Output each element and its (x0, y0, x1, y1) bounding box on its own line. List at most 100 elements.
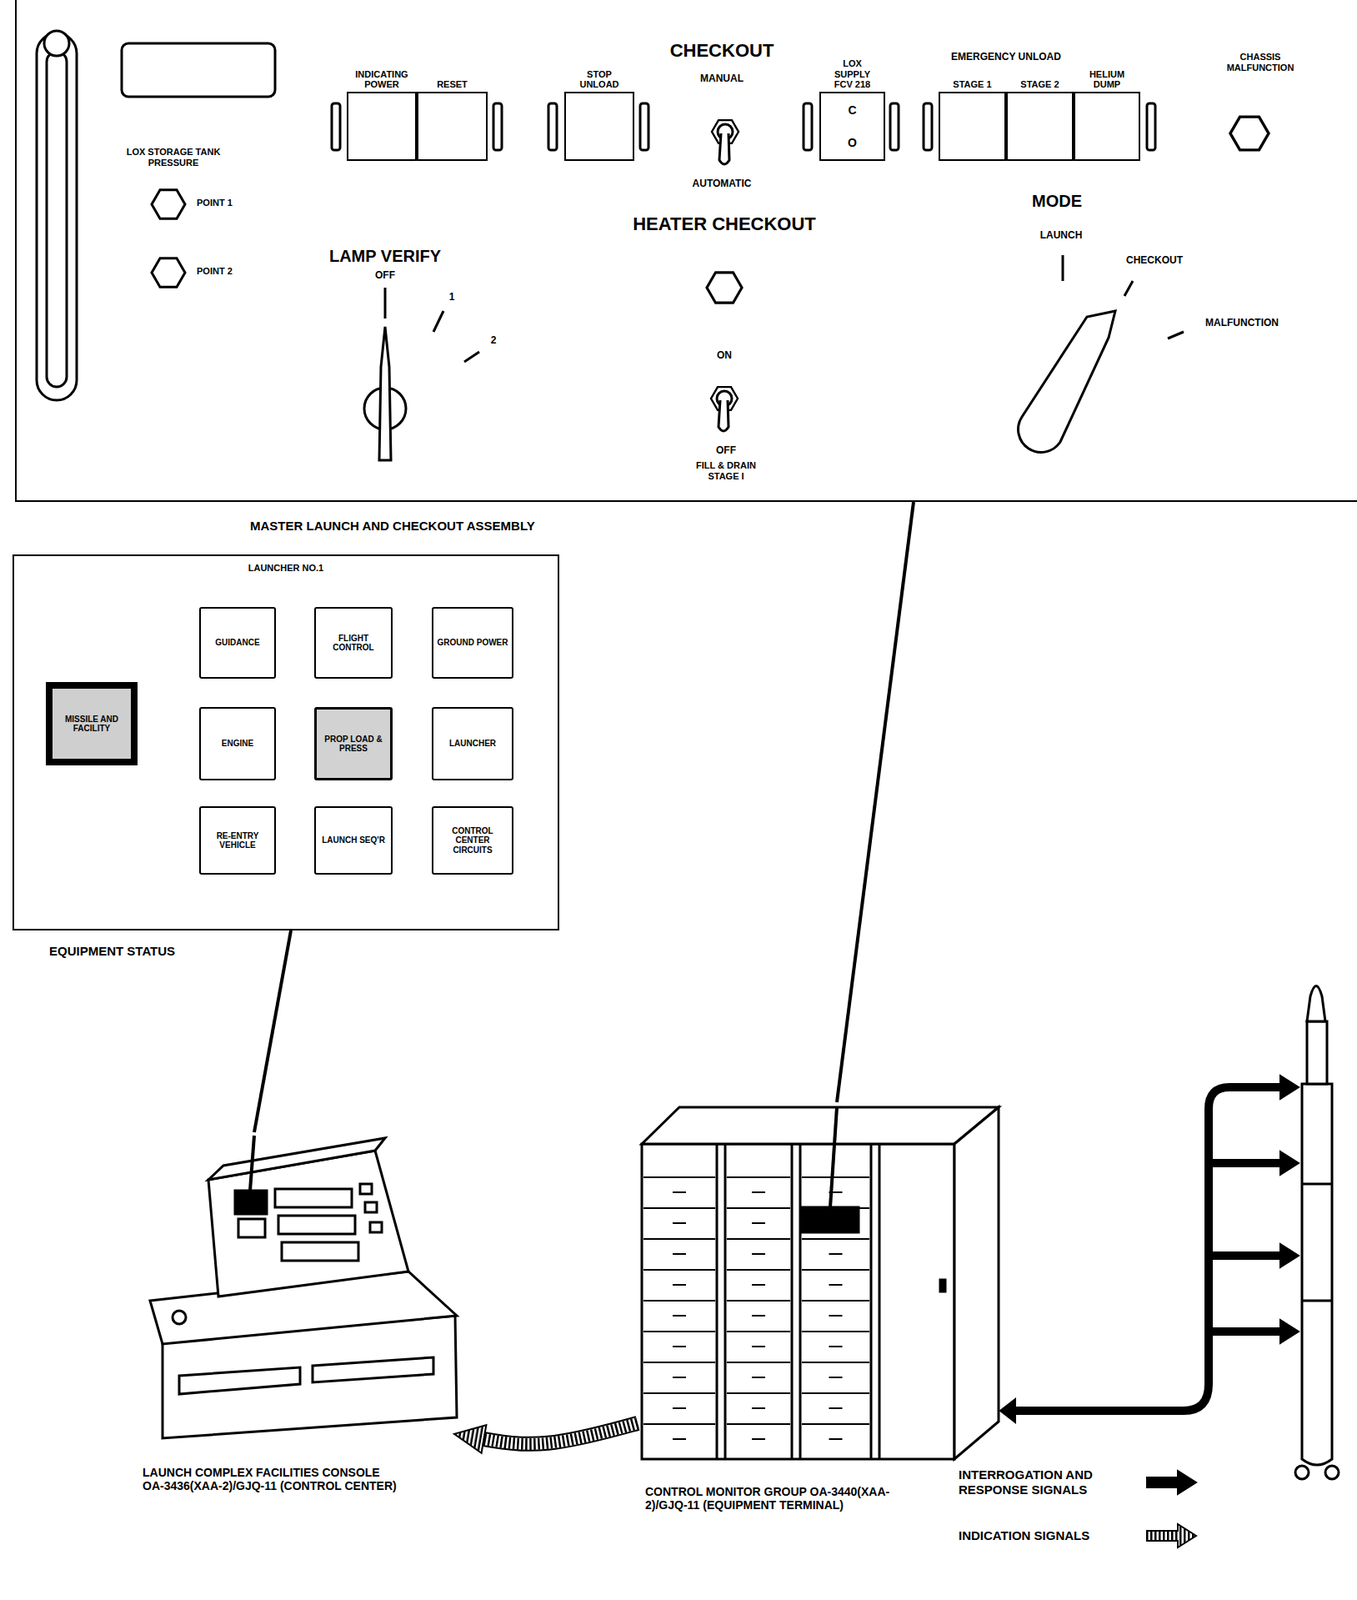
panel-hardware (718, 400, 729, 431)
console-drawing (281, 1241, 359, 1261)
text-area (940, 93, 1005, 160)
panel-hardware (640, 103, 649, 151)
text-area: MISSILE AND FACILITY (52, 688, 131, 759)
push-button: LOX SUPPLY FCV 218CO (819, 91, 886, 161)
cabinet-drawing (643, 1237, 716, 1240)
missile-drawing (1301, 1299, 1332, 1302)
cabinet-drawing (726, 1268, 791, 1271)
push-button: HELIUM DUMP (1073, 91, 1141, 161)
node-label: MISSILE AND FACILITY (55, 714, 128, 734)
status-indicator: GROUND POWER (431, 606, 514, 679)
console-drawing (275, 1188, 352, 1207)
node-caption: MASTER LAUNCH AND CHECKOUT ASSEMBLY (250, 518, 536, 533)
panel-hardware (548, 103, 557, 151)
cabinet-drawing (726, 1237, 791, 1240)
cabinet-drawing (751, 1283, 766, 1286)
panel-label: MALFUNCTION (1205, 317, 1279, 330)
panel-hardware (1061, 255, 1065, 281)
leader-line (836, 501, 914, 1102)
interrogation-signal-arrow (1000, 1075, 1299, 1423)
panel-hardware (1124, 280, 1133, 296)
panel-hardware (1018, 310, 1116, 452)
cabinet-drawing (801, 1176, 870, 1178)
cabinet-drawing (641, 1106, 999, 1459)
cabinet-drawing (751, 1252, 766, 1255)
panel-label: EMERGENCY UNLOAD (951, 51, 1062, 64)
cabinet-drawing (751, 1407, 766, 1409)
cabinet-drawing (643, 1268, 716, 1271)
legend-text: INDICATION SIGNALS (958, 1527, 1138, 1543)
cabinet-drawing (641, 1143, 955, 1459)
node-caption: RESET (419, 79, 486, 91)
missile-drawing (1325, 1465, 1339, 1479)
cabinet-drawing (801, 1299, 870, 1302)
panel-label: LOX STORAGE TANK PRESSURE (119, 146, 228, 168)
missile-drawing (1301, 1083, 1332, 1465)
missile-drawing (1306, 1021, 1327, 1084)
cabinet-drawing (716, 1143, 719, 1459)
node-caption: LAUNCH COMPLEX FACILITIES CONSOLE OA-343… (142, 1465, 401, 1493)
cabinet-drawing (726, 1299, 791, 1302)
cabinet-drawing (751, 1221, 766, 1224)
cabinet-drawing (751, 1345, 766, 1347)
console-drawing (179, 1367, 301, 1394)
missile-drawing (1306, 986, 1326, 1022)
console-drawing (150, 1137, 457, 1438)
panel-label: LAUNCH (1040, 230, 1083, 242)
cabinet-drawing (751, 1314, 766, 1317)
panel-hardware (890, 103, 899, 151)
panel-hardware (44, 30, 70, 56)
connector-group (836, 501, 914, 1102)
interrogation-signal-arrow (1280, 1319, 1299, 1343)
node-caption: C (821, 103, 884, 117)
panel-hardware (493, 103, 502, 151)
node-label: PROP LOAD & PRESS (320, 734, 387, 754)
cabinet-drawing (829, 1376, 843, 1378)
panel-hardware (1230, 116, 1269, 151)
leader-line (250, 1106, 837, 1207)
panel-label: POINT 1 (196, 197, 233, 209)
status-indicator: LAUNCHER (431, 706, 514, 781)
connector-group (254, 930, 291, 1132)
panel-label: CHASSIS MALFUNCTION (1214, 51, 1307, 73)
text-area (142, 1131, 456, 1451)
node-label: ENGINE (221, 738, 254, 749)
node-label: GROUND POWER (437, 637, 509, 648)
cabinet-drawing (801, 1330, 870, 1332)
panel-hardware (433, 310, 444, 332)
panel-label: CHECKOUT (670, 40, 775, 61)
status-indicator: PROP LOAD & PRESS (314, 706, 393, 781)
cabinet-drawing (726, 1206, 791, 1209)
text-area (821, 93, 884, 160)
panel-hardware (151, 258, 186, 288)
interrogation-signal-arrow (1280, 1243, 1299, 1267)
panel-label: CHECKOUT (1126, 255, 1183, 267)
panel-hardware (151, 190, 186, 220)
panel-label: HEATER CHECKOUT (632, 213, 817, 235)
cabinet-drawing (751, 1376, 766, 1378)
block-arrow (1146, 1470, 1197, 1494)
cabinet-drawing (726, 1392, 791, 1394)
cabinet-drawing (791, 1143, 794, 1459)
interrogation-signal-arrow (1208, 1326, 1284, 1336)
cabinet-drawing (643, 1299, 716, 1302)
cabinet-drawing (724, 1143, 727, 1459)
node-caption: STAGE 2 (1007, 79, 1073, 91)
legend-item: INDICATION SIGNALS (958, 1522, 1198, 1549)
panel-hardware (36, 33, 77, 401)
cabinet-drawing (801, 1268, 870, 1271)
cabinet-drawing (829, 1252, 843, 1255)
node-caption: STAGE 1 (940, 79, 1006, 91)
console-unit: LAUNCH COMPLEX FACILITIES CONSOLE OA-343… (142, 1131, 456, 1451)
text-area: GROUND POWER (433, 608, 512, 677)
cabinet-drawing (801, 1206, 859, 1232)
status-indicator: RE-ENTRY VEHICLE (199, 806, 276, 875)
cabinet-drawing (829, 1283, 843, 1286)
interrogation-signal-arrow (1000, 1398, 1016, 1423)
console-drawing (312, 1357, 434, 1383)
cabinet-drawing (672, 1283, 687, 1286)
console-drawing (278, 1215, 356, 1234)
text-area: RE-ENTRY VEHICLE (200, 807, 275, 873)
hatched-arrow (1146, 1523, 1197, 1548)
